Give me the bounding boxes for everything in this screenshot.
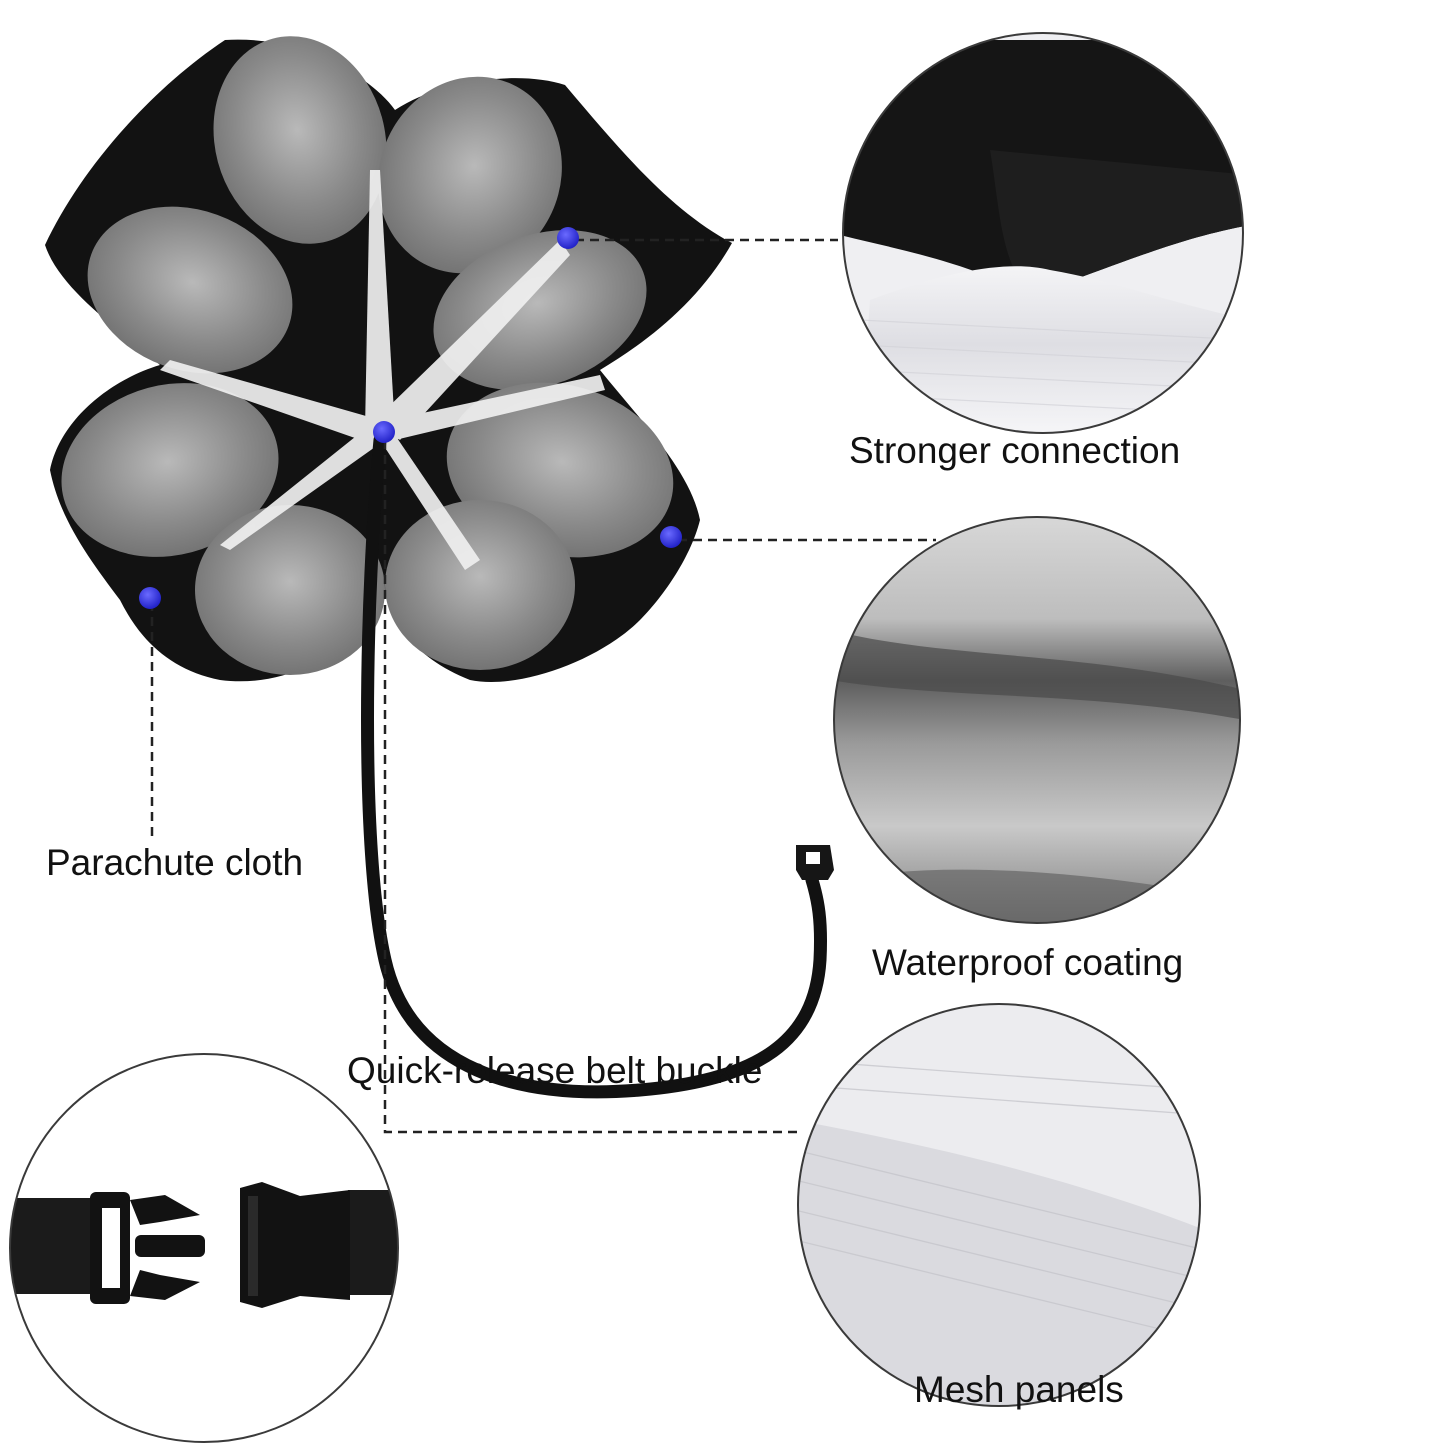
canopy-lobe bbox=[195, 505, 385, 675]
label-mesh-panels: Mesh panels bbox=[914, 1369, 1124, 1410]
tether-strap bbox=[361, 433, 828, 1099]
marker-dot-icon bbox=[373, 421, 395, 443]
label-waterproof-coating: Waterproof coating bbox=[872, 942, 1184, 983]
strap-buckle-icon bbox=[796, 845, 834, 880]
label-parachute-cloth: Parachute cloth bbox=[46, 842, 304, 883]
leader-lines bbox=[150, 238, 936, 1134]
canopy-lobe bbox=[213, 36, 387, 244]
canopy-lobe bbox=[378, 76, 562, 274]
detail-buckle bbox=[9, 1053, 399, 1443]
detail-mesh-panels bbox=[797, 1003, 1201, 1407]
marker-dots bbox=[139, 227, 682, 609]
canopy-lobe bbox=[87, 206, 293, 374]
leader-line-mesh bbox=[383, 440, 800, 1134]
label-stronger-connection: Stronger connection bbox=[849, 430, 1181, 471]
marker-dot-icon bbox=[660, 526, 682, 548]
label-quick-release-buckle: Quick-release belt buckle bbox=[347, 1050, 763, 1091]
marker-dot-icon bbox=[557, 227, 579, 249]
canopy-lobe bbox=[61, 383, 279, 557]
buckle-receiver-icon bbox=[240, 1182, 350, 1308]
canopy-lobe bbox=[433, 230, 647, 390]
buckle-icon bbox=[90, 1192, 205, 1304]
marker-dot-icon bbox=[139, 587, 161, 609]
detail-stronger-connection bbox=[842, 32, 1244, 434]
parachute-illustration bbox=[45, 36, 834, 1099]
detail-waterproof-coating bbox=[833, 516, 1241, 924]
canopy-mesh-spokes bbox=[160, 170, 605, 570]
canopy-lobe bbox=[385, 500, 575, 670]
